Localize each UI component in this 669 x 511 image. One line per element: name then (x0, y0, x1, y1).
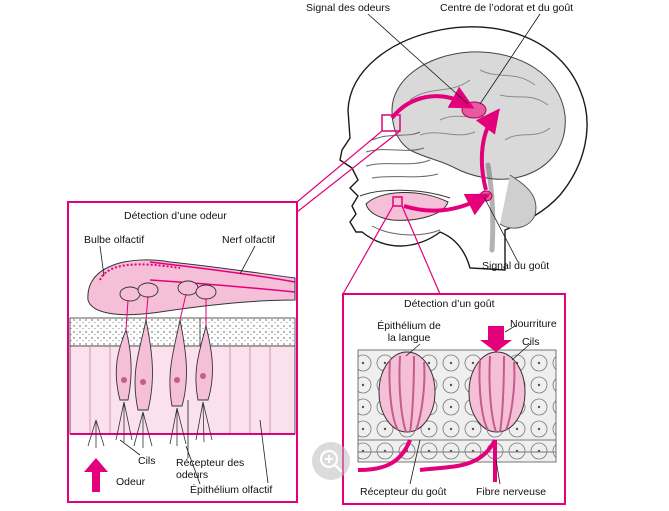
label-recepteur-odeurs-line2: odeurs (176, 469, 209, 481)
label-cils-right: Cils (522, 336, 540, 348)
label-odeur: Odeur (116, 476, 146, 488)
label-detection-odeur: Détection d’une odeur (124, 210, 227, 222)
taste-detection-panel (342, 293, 566, 505)
label-recepteur-odeurs-line1: Récepteur des (176, 457, 245, 469)
label-epithelium-langue-line2: la langue (387, 332, 431, 344)
label-signal-gout: Signal du goût (482, 260, 550, 272)
label-fibre-nerveuse: Fibre nerveuse (476, 486, 547, 498)
taste-bud-right (468, 351, 526, 433)
label-epithelium-olfactif: Épithélium olfactif (190, 484, 273, 496)
label-recepteur-gout: Récepteur du goût (360, 486, 447, 498)
smell-signal-arrow (390, 86, 475, 120)
food-arrow (480, 326, 512, 352)
label-cils-left: Cils (138, 455, 156, 467)
taste-signal-arrow (403, 193, 491, 216)
zoom-button[interactable] (312, 442, 350, 480)
label-signal-odeurs: Signal des odeurs (306, 2, 391, 14)
taste-zone-box (392, 196, 403, 207)
label-nerf-olfactif: Nerf olfactif (222, 234, 276, 246)
label-bulbe-olfactif: Bulbe olfactif (84, 234, 145, 246)
odour-arrow (84, 458, 108, 492)
taste-bud-left (378, 351, 436, 433)
label-epithelium-langue-line1: Épithélium de (377, 320, 441, 332)
olfactory-zone-box (381, 114, 401, 132)
smell-detection-panel (67, 201, 298, 503)
label-nourriture: Nourriture (510, 318, 557, 330)
label-detection-gout: Détection d’un goût (404, 298, 495, 310)
zoom-in-icon (319, 449, 343, 473)
head-profile (339, 26, 588, 271)
label-centre-odorat-gout: Centre de l’odorat et du goût (440, 2, 574, 14)
